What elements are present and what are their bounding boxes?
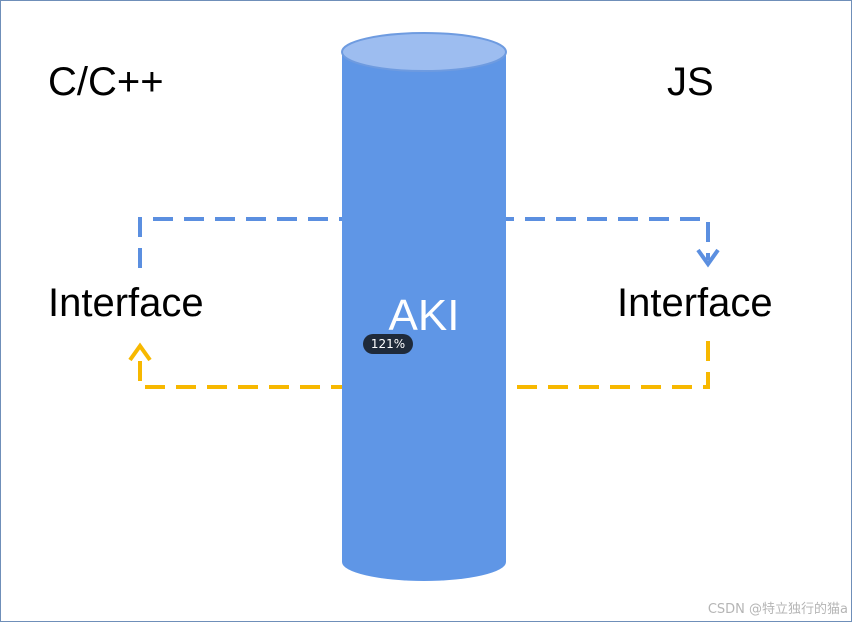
- aki-cylinder: [341, 32, 507, 581]
- call-arrow-path: [138, 217, 710, 268]
- cylinder-body: [342, 52, 506, 581]
- call-arrowhead-icon: [696, 248, 720, 268]
- cylinder-top: [341, 32, 507, 72]
- right-interface-label: Interface: [617, 281, 773, 325]
- watermark-text: CSDN @特立独行的猫a: [707, 602, 848, 617]
- left-interface-label: Interface: [48, 281, 204, 325]
- call-arrow: [138, 217, 720, 268]
- right-language-label: JS: [667, 60, 714, 104]
- left-language-label: C/C++: [48, 60, 164, 104]
- aki-label: AKI: [388, 291, 460, 340]
- zoom-badge[interactable]: 121%: [363, 334, 413, 354]
- return-arrowhead-icon: [128, 342, 152, 362]
